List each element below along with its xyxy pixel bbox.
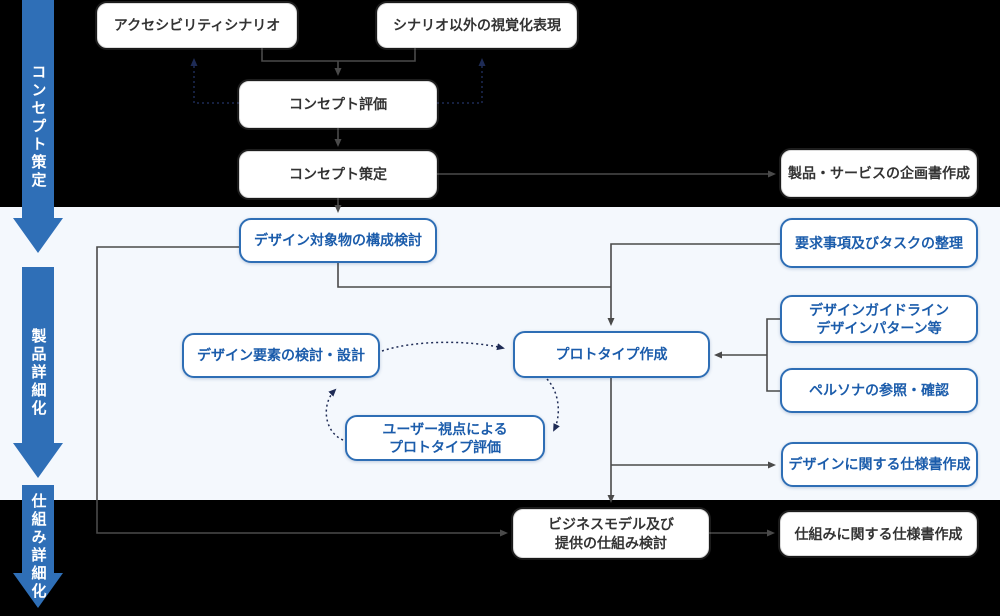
node-prototype-creation: プロトタイプ作成 bbox=[513, 331, 710, 378]
node-label: 製品・サービスの企画書作成 bbox=[788, 165, 970, 182]
phase-arrow-shaft bbox=[22, 267, 54, 443]
node-design-spec: デザインに関する仕様書作成 bbox=[781, 442, 978, 487]
node-label: コンセプト策定 bbox=[289, 166, 387, 183]
node-business-model: ビジネスモデル及び 提供の仕組み検討 bbox=[513, 509, 709, 558]
phase-arrow-shaft bbox=[22, 0, 54, 218]
node-design-object-structure: デザイン対象物の構成検討 bbox=[239, 218, 437, 263]
phase-label-product-detailing: 製品詳細化 bbox=[29, 327, 47, 418]
node-label: コンセプト評価 bbox=[289, 96, 387, 113]
node-non-scenario-visualization: シナリオ以外の視覚化表現 bbox=[377, 3, 577, 48]
down-arrowhead-icon bbox=[13, 573, 63, 608]
node-concept-evaluation: コンセプト評価 bbox=[239, 81, 437, 128]
node-product-service-proposal: 製品・サービスの企画書作成 bbox=[781, 150, 977, 197]
node-persona-reference: ペルソナの参照・確認 bbox=[780, 368, 978, 413]
node-user-perspective-evaluation: ユーザー視点による プロトタイプ評価 bbox=[345, 415, 545, 461]
node-requirements-tasks: 要求事項及びタスクの整理 bbox=[780, 218, 978, 268]
node-label: プロトタイプ作成 bbox=[555, 346, 668, 363]
node-label: ペルソナの参照・確認 bbox=[809, 382, 949, 399]
phase-arrow-product-detailing: 製品詳細化 bbox=[13, 267, 63, 478]
node-mechanism-spec: 仕組みに関する仕様書作成 bbox=[780, 512, 977, 556]
dotted-arrow-to-visualization bbox=[437, 58, 486, 104]
down-arrowhead-icon bbox=[13, 443, 63, 478]
node-label: 要求事項及びタスクの整理 bbox=[795, 234, 963, 251]
merge-connector bbox=[261, 48, 416, 62]
node-label: 仕組みに関する仕様書作成 bbox=[794, 525, 963, 542]
phase-label-mechanism-detailing: 仕組み詳細化 bbox=[29, 492, 47, 601]
node-concept-formulation: コンセプト策定 bbox=[239, 151, 437, 198]
phase-arrow-concept: コンセプト策定 bbox=[13, 0, 63, 253]
phase-arrow-shaft bbox=[22, 485, 54, 573]
node-label: デザイン対象物の構成検討 bbox=[254, 232, 422, 249]
node-label: アクセシビリティシナリオ bbox=[113, 17, 281, 34]
node-design-guidelines: デザインガイドライン デザインパターン等 bbox=[780, 295, 978, 343]
node-design-elements: デザイン要素の検討・設計 bbox=[182, 333, 380, 378]
node-accessibility-scenario: アクセシビリティシナリオ bbox=[97, 3, 297, 48]
node-label: ユーザー視点による プロトタイプ評価 bbox=[382, 420, 508, 455]
node-label: デザインガイドライン デザインパターン等 bbox=[809, 301, 949, 336]
node-label: デザイン要素の検討・設計 bbox=[197, 347, 365, 364]
node-label: ビジネスモデル及び 提供の仕組み検討 bbox=[548, 516, 674, 551]
node-label: シナリオ以外の視覚化表現 bbox=[393, 17, 561, 34]
dotted-arrow-to-accessibility-scenario bbox=[190, 58, 239, 104]
node-label: デザインに関する仕様書作成 bbox=[788, 456, 971, 473]
phase-label-concept: コンセプト策定 bbox=[29, 63, 47, 190]
down-arrowhead-icon bbox=[13, 218, 63, 253]
phase-arrow-mechanism-detailing: 仕組み詳細化 bbox=[13, 485, 63, 608]
